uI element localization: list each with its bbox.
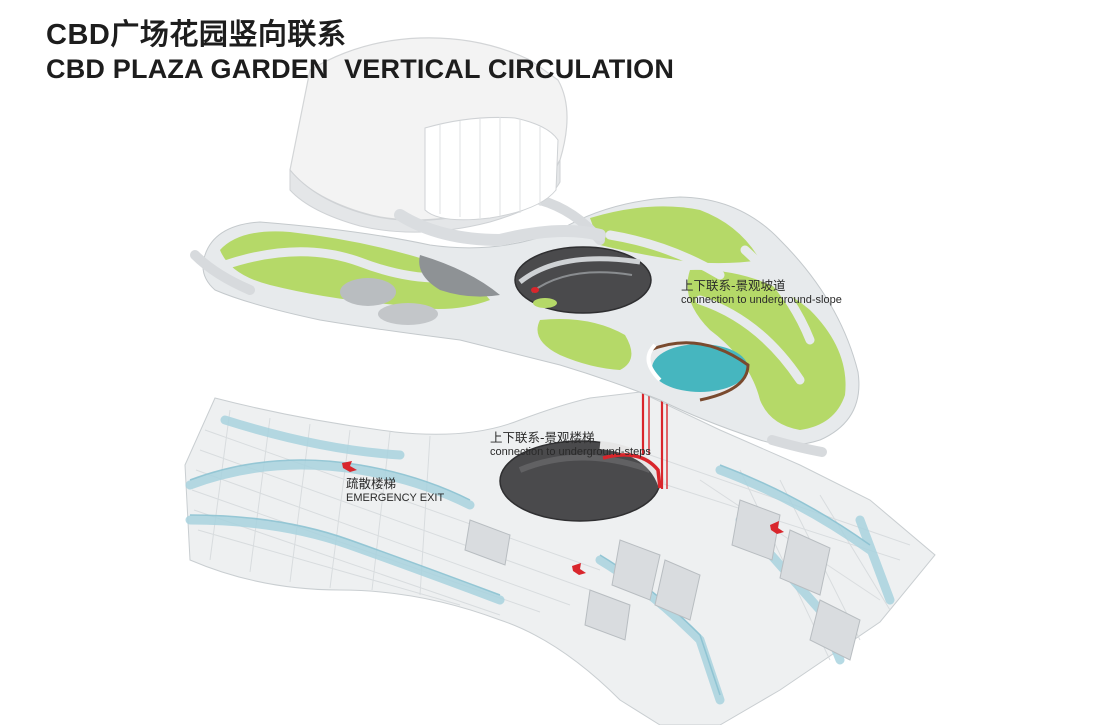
label-slope-en: connection to underground-slope [681, 294, 842, 306]
glass-band-2 [185, 515, 505, 605]
label-steps-connection: 上下联系-景观楼梯 connection to underground-step… [490, 430, 651, 459]
label-slope-connection: 上下联系-景观坡道 connection to underground-slop… [681, 278, 842, 307]
plaza-garden-level [190, 195, 860, 457]
label-emergency-exit: 疏散楼梯 EMERGENCY EXIT [346, 476, 444, 505]
label-steps-cn: 上下联系-景观楼梯 [490, 430, 595, 445]
glass-band-3 [220, 415, 405, 460]
tower-building [289, 37, 606, 247]
red-stair-path [602, 453, 662, 489]
glass-band-4 [595, 555, 725, 705]
label-steps-en: connection to underground-steps [490, 446, 651, 458]
emergency-exit-icon [342, 461, 784, 575]
underground-level [184, 391, 936, 725]
glass-band-5 [715, 465, 875, 555]
title-block: CBD广场花园竖向联系 CBD PLAZA GARDEN VERTICAL CI… [46, 18, 674, 85]
lawn-center [537, 319, 632, 370]
lawn-north [590, 206, 760, 264]
label-slope-cn: 上下联系-景观坡道 [681, 278, 786, 293]
water-feature [652, 344, 748, 392]
page-title-en: CBD PLAZA GARDEN VERTICAL CIRCULATION [46, 54, 675, 84]
bridge-west [190, 250, 255, 295]
bridge-east [767, 435, 827, 457]
atrium-opening [514, 246, 652, 314]
page-title-cn: CBD广场花园竖向联系 [46, 19, 347, 51]
glass-band-7 [855, 515, 895, 605]
label-exit-en: EMERGENCY EXIT [346, 492, 445, 504]
label-exit-cn: 疏散楼梯 [346, 476, 397, 491]
